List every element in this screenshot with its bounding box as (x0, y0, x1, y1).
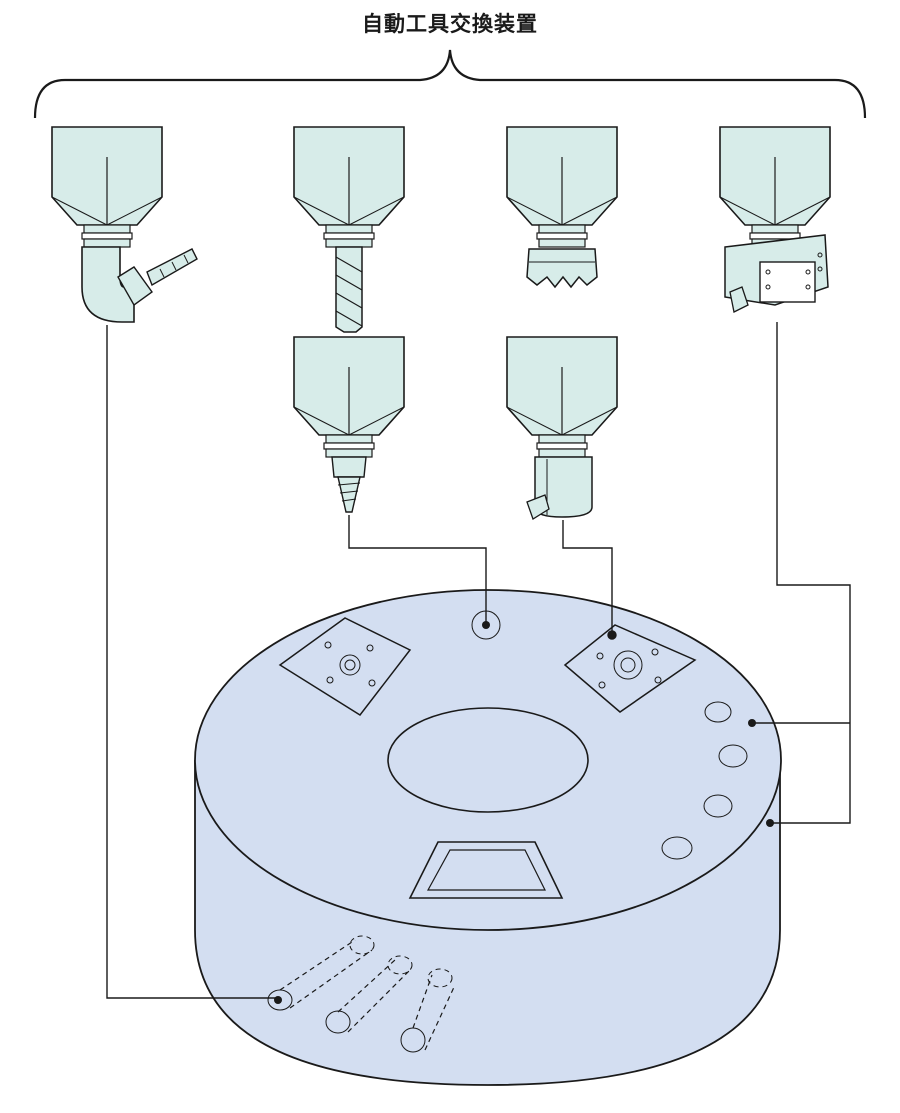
end-mill-icon (293, 126, 405, 333)
leader-lines (106, 322, 851, 999)
tap-icon (293, 336, 405, 513)
top-bracket (33, 49, 867, 119)
face-mill-icon (506, 126, 618, 289)
angle-head-drill-icon (51, 126, 198, 323)
boring-bar-icon (506, 336, 618, 520)
probe-head-icon (719, 126, 831, 313)
diagram-title: 自動工具交換装置 (362, 12, 538, 36)
tool-magazine-base-icon (194, 589, 782, 1086)
